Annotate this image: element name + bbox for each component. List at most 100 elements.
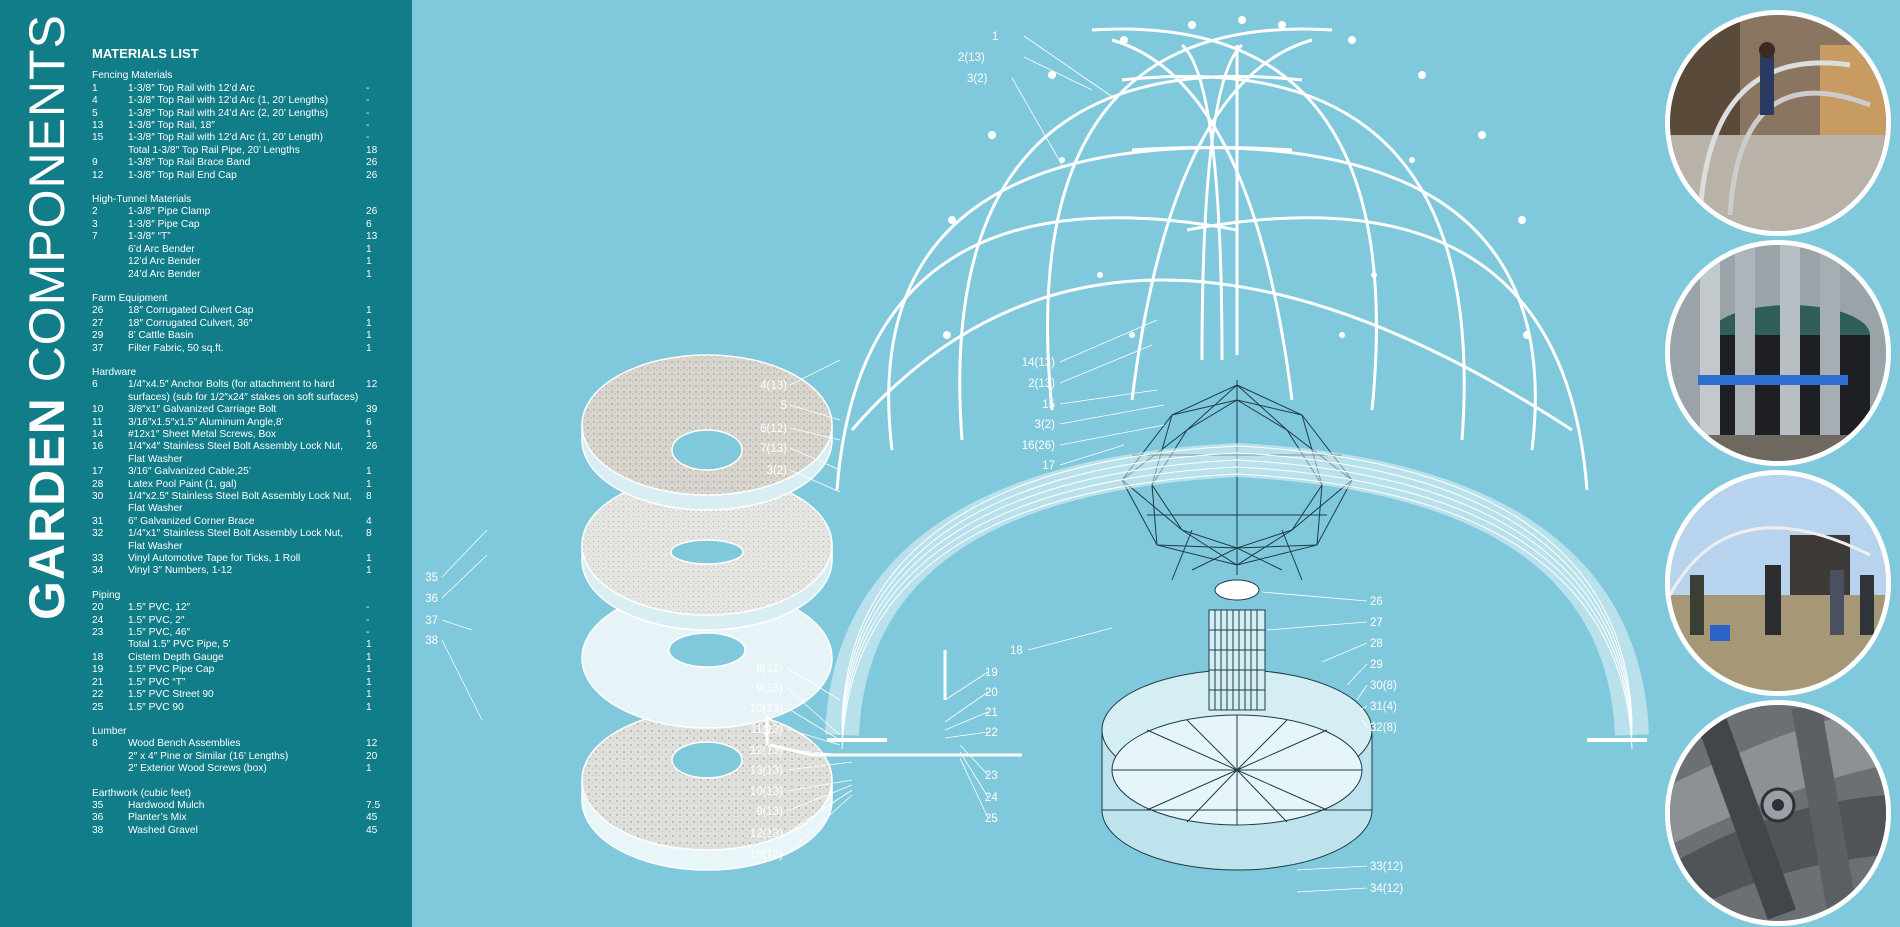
welding-photo-icon <box>1670 15 1886 231</box>
material-description: 1.5″ PVC, 2″ <box>128 614 185 626</box>
material-description: Filter Fabric, 50 sq.ft. <box>128 342 224 354</box>
material-description: 3/8″x1″ Galvanized Carriage Bolt <box>128 404 277 416</box>
callout-30-8: 30(8) <box>1370 680 1397 692</box>
material-quantity: 4 <box>366 515 372 527</box>
material-description: #12x1″ Sheet Metal Screws, Box <box>128 428 277 440</box>
callout-26: 26 <box>1370 596 1383 608</box>
material-quantity: - <box>366 120 370 132</box>
callout-29: 29 <box>1370 659 1383 671</box>
material-number: 5 <box>92 107 98 119</box>
material-number: 25 <box>92 701 104 713</box>
material-description: 1-3/8″ Top Rail, 18″ <box>128 120 215 132</box>
callout-11-13: 11(13) <box>751 724 784 736</box>
callout-5: 5 <box>781 400 787 412</box>
material-number: 26 <box>92 305 104 317</box>
callout-7-13: 7(13) <box>760 443 787 455</box>
material-quantity: - <box>366 627 370 639</box>
material-row: 5 1-3/8″ Top Rail with 24’d Arc (2, 20’ L… <box>92 108 392 120</box>
material-quantity: 45 <box>366 812 378 824</box>
material-quantity: 1 <box>366 478 372 490</box>
bench-assembly <box>825 442 1649 750</box>
material-description: 1.5″ PVC, 46″ <box>128 627 191 639</box>
callout-25: 25 <box>985 813 998 825</box>
material-number: 17 <box>92 466 104 478</box>
material-quantity: 1 <box>366 330 372 342</box>
material-number: 24 <box>92 614 104 626</box>
material-quantity: 13 <box>366 231 378 243</box>
callout-3-2-left: 3(2) <box>767 465 788 477</box>
callout-10-13: 10(13) <box>750 703 783 715</box>
material-quantity: - <box>366 132 370 144</box>
material-description: 1.5″ PVC 90 <box>128 701 184 713</box>
callout-21: 21 <box>985 707 998 719</box>
callout-2-13: 2(13) <box>958 52 985 64</box>
material-description: 1-3/8″ Top Rail with 12’d Arc <box>128 82 255 94</box>
callout-10-13-b: 10(13) <box>750 786 783 798</box>
material-number: 14 <box>92 428 104 440</box>
material-row: Total 1.5″ PVC Pipe, 5’1 <box>92 639 392 651</box>
callout-31-4: 31(4) <box>1370 701 1397 713</box>
material-quantity: 1 <box>366 565 372 577</box>
callout-9-13-b: 9(13) <box>756 806 783 818</box>
material-number: 11 <box>92 416 103 428</box>
callout-17: 17 <box>1042 460 1055 472</box>
callout-20: 20 <box>985 687 998 699</box>
material-row: 2″ Exterior Wood Screws (box)1 <box>92 763 392 775</box>
material-description: Latex Pool Paint (1, gal) <box>128 478 237 490</box>
callout-18: 18 <box>1010 645 1023 657</box>
callout-12-13: 12(13) <box>750 745 783 757</box>
callout-8-12: 8(12) <box>756 663 783 675</box>
material-description: Cistern Depth Gauge <box>128 651 224 663</box>
material-number: 32 <box>92 528 104 540</box>
material-description: 1/4″x1″ Stainless Steel Bolt Assembly Lo… <box>128 528 344 552</box>
material-number: 36 <box>92 812 104 824</box>
material-quantity: 1 <box>366 651 372 663</box>
material-quantity: 1 <box>366 639 372 651</box>
material-number: 6 <box>92 379 98 391</box>
material-description: 1-3/8″ Top Rail with 24’d Arc (2, 20’ Le… <box>128 107 329 119</box>
material-quantity: 26 <box>366 169 378 181</box>
material-number: 1 <box>92 82 98 94</box>
material-quantity: 26 <box>366 206 378 218</box>
material-description: 18″ Corrugated Culvert Cap <box>128 305 254 317</box>
material-description: Vinyl Automotive Tape for Ticks, 1 Roll <box>128 553 301 565</box>
material-description: 1.5″ PVC “T” <box>128 676 186 688</box>
material-quantity: 6 <box>366 218 372 230</box>
material-row: 2 1-3/8″ Pipe Clamp 26 <box>92 206 392 218</box>
material-description: 1-3/8″ Pipe Clamp <box>128 206 211 218</box>
material-description: 2″ Exterior Wood Screws (box) <box>128 763 267 775</box>
section-title: Farm Equipment <box>92 292 168 304</box>
material-number: 35 <box>92 799 104 811</box>
callout-9-13: 9(13) <box>756 683 783 695</box>
material-number: 2 <box>92 206 98 218</box>
material-quantity: 6 <box>366 416 372 428</box>
material-quantity: 1 <box>366 428 372 440</box>
callout-13-13: 13(13) <box>750 765 783 777</box>
sidebar: GARDEN COMPONENTS MATERIALS LIST Fencing… <box>0 0 412 927</box>
material-number: 37 <box>92 342 104 354</box>
material-number: 22 <box>92 689 104 701</box>
material-number: 19 <box>92 664 104 676</box>
material-number: 8 <box>92 738 98 750</box>
section-title: Fencing Materials <box>92 70 173 82</box>
material-quantity: 1 <box>366 342 372 354</box>
callout-28: 28 <box>1370 638 1383 650</box>
